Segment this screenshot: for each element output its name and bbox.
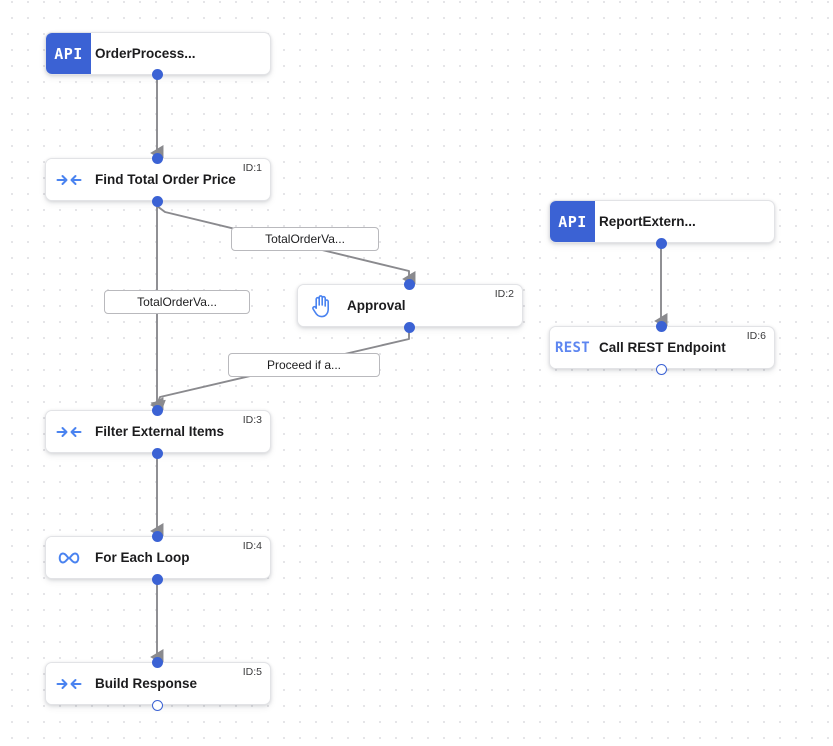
api-badge-icon: API <box>550 201 595 242</box>
node-body-find-total-order-price: Find Total Order Price ID:1 <box>91 159 270 200</box>
api-badge-label: API <box>558 212 587 231</box>
node-id-badge: ID:2 <box>494 288 514 300</box>
port-output-order-process[interactable] <box>151 68 163 80</box>
node-title: Filter External Items <box>95 424 225 439</box>
node-title: Approval <box>347 298 406 313</box>
node-body-filter-external-items: Filter External Items ID:3 <box>91 411 270 452</box>
port-output-for-each-loop[interactable] <box>151 573 163 585</box>
port-input-call-rest-endpoint[interactable] <box>655 320 667 332</box>
node-body-for-each-loop: For Each Loop ID:4 <box>91 537 270 578</box>
node-body-report-extern: ReportExtern... <box>595 201 774 242</box>
api-badge-icon: API <box>46 33 91 74</box>
node-build-response[interactable]: Build Response ID:5 <box>45 662 271 705</box>
rest-badge-label: REST <box>555 339 590 356</box>
edge-label-label-total-order-va-1[interactable]: TotalOrderVa... <box>231 227 379 251</box>
port-input-for-each-loop[interactable] <box>151 530 163 542</box>
node-call-rest-endpoint[interactable]: REST Call REST Endpoint ID:6 <box>549 326 775 369</box>
node-id-badge: ID:6 <box>746 330 766 342</box>
infinity-loop-icon <box>46 537 91 578</box>
port-output-call-rest-endpoint[interactable] <box>655 363 667 375</box>
api-badge-label: API <box>54 44 83 63</box>
port-input-find-total-order-price[interactable] <box>151 152 163 164</box>
port-input-approval[interactable] <box>403 278 415 290</box>
node-for-each-loop[interactable]: For Each Loop ID:4 <box>45 536 271 579</box>
port-output-filter-external-items[interactable] <box>151 447 163 459</box>
edge-label-label-proceed-if-a[interactable]: Proceed if a... <box>228 353 380 377</box>
node-body-order-process: OrderProcess... <box>91 33 270 74</box>
node-id-badge: ID:4 <box>242 540 262 552</box>
raised-hand-icon <box>298 285 343 326</box>
merge-arrows-glyph <box>56 426 81 437</box>
merge-arrows-glyph <box>56 174 81 185</box>
node-title: OrderProcess... <box>95 46 196 61</box>
port-output-approval[interactable] <box>403 321 415 333</box>
node-title: Call REST Endpoint <box>599 340 726 355</box>
node-body-build-response: Build Response ID:5 <box>91 663 270 704</box>
node-title: Find Total Order Price <box>95 172 236 187</box>
node-report-extern[interactable]: API ReportExtern... <box>549 200 775 243</box>
node-body-approval: Approval ID:2 <box>343 285 522 326</box>
node-title: ReportExtern... <box>599 214 696 229</box>
node-body-call-rest-endpoint: Call REST Endpoint ID:6 <box>595 327 774 368</box>
node-filter-external-items[interactable]: Filter External Items ID:3 <box>45 410 271 453</box>
rest-badge-icon: REST <box>550 327 595 368</box>
port-input-filter-external-items[interactable] <box>151 404 163 416</box>
node-title: Build Response <box>95 676 198 691</box>
node-approval[interactable]: Approval ID:2 <box>297 284 523 327</box>
port-output-report-extern[interactable] <box>655 237 667 249</box>
node-id-badge: ID:1 <box>242 162 262 174</box>
merge-arrows-icon <box>46 663 91 704</box>
node-id-badge: ID:5 <box>242 666 262 678</box>
merge-arrows-glyph <box>56 678 81 689</box>
merge-arrows-icon <box>46 411 91 452</box>
infinity-loop-glyph <box>58 552 79 563</box>
port-output-build-response[interactable] <box>151 699 163 711</box>
port-output-find-total-order-price[interactable] <box>151 195 163 207</box>
node-id-badge: ID:3 <box>242 414 262 426</box>
node-find-total-order-price[interactable]: Find Total Order Price ID:1 <box>45 158 271 201</box>
node-order-process[interactable]: API OrderProcess... <box>45 32 271 75</box>
merge-arrows-icon <box>46 159 91 200</box>
raised-hand-glyph <box>311 294 329 317</box>
node-title: For Each Loop <box>95 550 190 565</box>
port-input-build-response[interactable] <box>151 656 163 668</box>
edge-label-label-total-order-va-2[interactable]: TotalOrderVa... <box>104 290 250 314</box>
